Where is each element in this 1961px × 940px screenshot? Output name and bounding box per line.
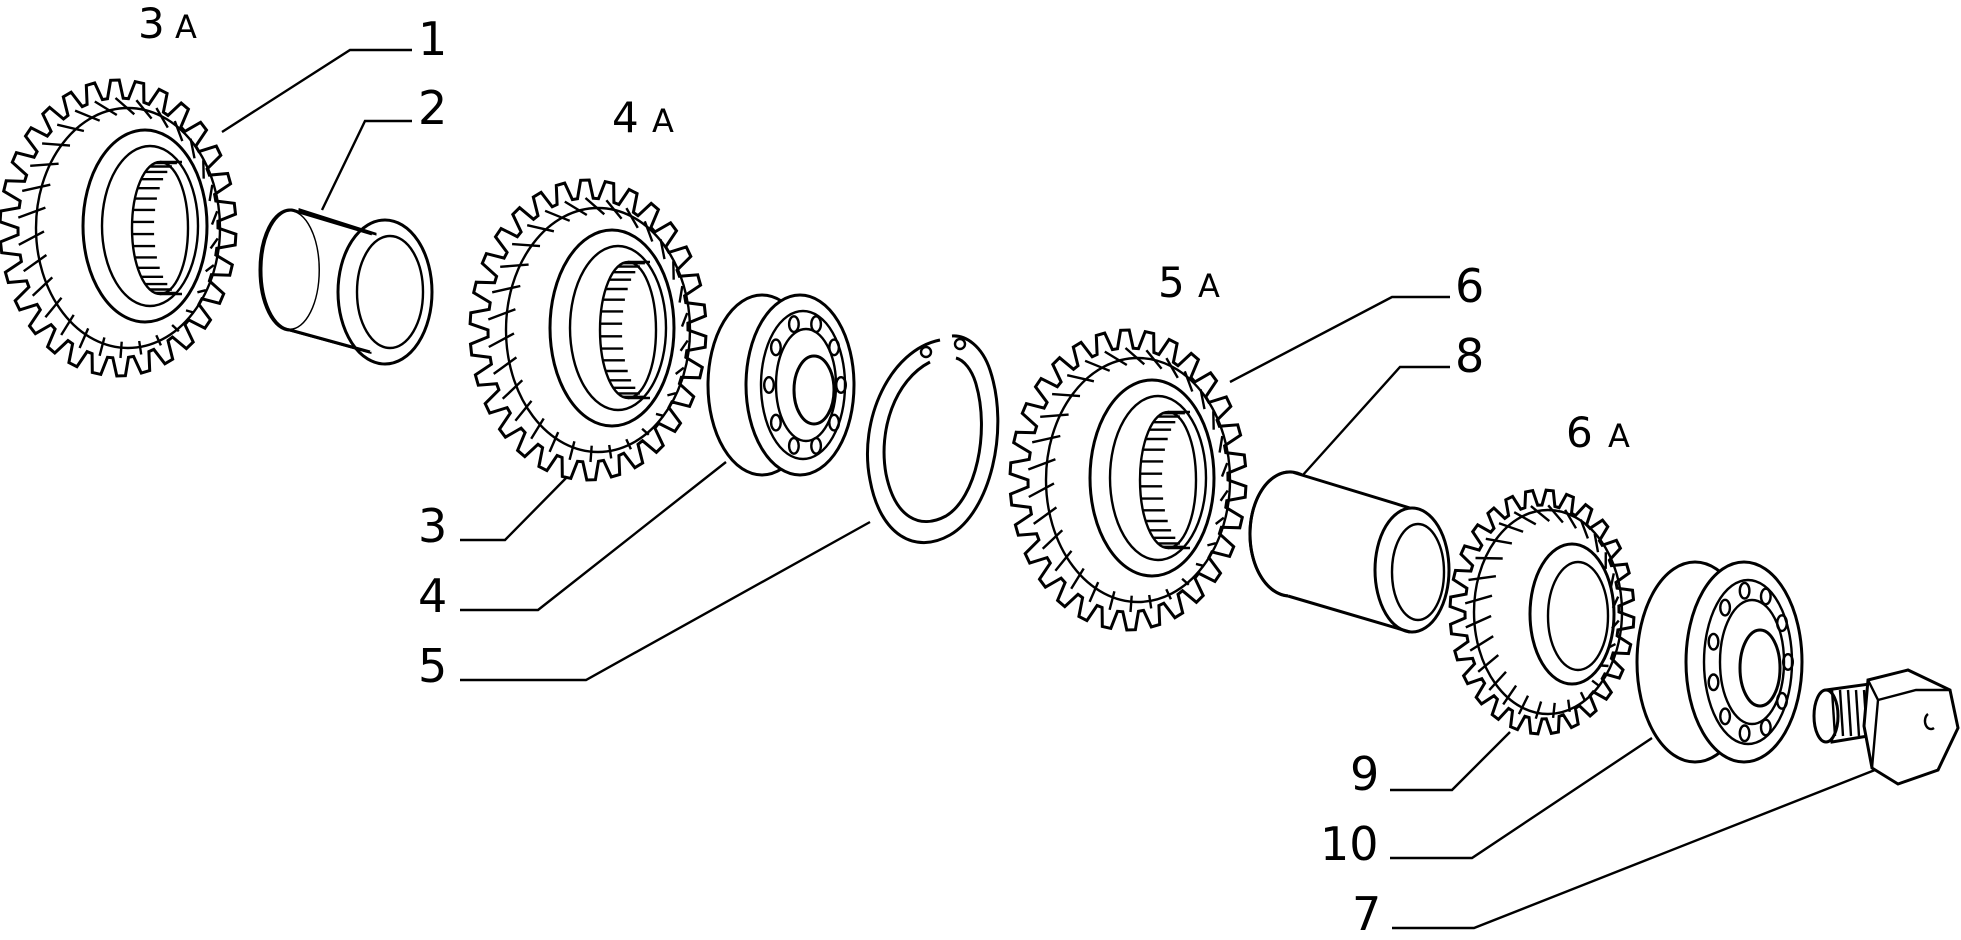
gear-tooth-line <box>1601 666 1608 667</box>
gear-tooth-line <box>121 342 122 358</box>
callout-9: 9 <box>1350 747 1379 801</box>
group-label-6a-letter: A <box>1608 417 1630 455</box>
leader-line-8 <box>1302 367 1450 476</box>
leader-line-9 <box>1390 732 1510 790</box>
gear-tooth-line <box>1131 596 1132 612</box>
callout-4: 4 <box>418 569 447 623</box>
cylindrical-bushing-icon <box>1250 472 1449 632</box>
callout-7: 7 <box>1352 887 1381 935</box>
roller-bearing-icon <box>1637 562 1802 762</box>
group-label-6a-number: 6 <box>1566 408 1593 457</box>
leader-line-7 <box>1392 768 1880 928</box>
group-label-3a-number: 3 <box>138 0 165 48</box>
spur-gear-icon <box>1450 490 1634 734</box>
hex-bolt-icon <box>1814 670 1958 784</box>
callout-5: 5 <box>418 639 447 693</box>
leader-line-4 <box>460 462 726 610</box>
group-label-3a-letter: A <box>175 8 197 46</box>
group-label-3a: 3 A <box>138 0 197 48</box>
group-label-4a-number: 4 <box>612 93 639 142</box>
callout-1: 1 <box>418 12 447 66</box>
group-label-5a-letter: A <box>1198 267 1220 305</box>
leader-line-6 <box>1230 297 1450 382</box>
leader-line-2 <box>322 121 412 210</box>
gear-tooth-line <box>1476 558 1503 559</box>
callout-6: 6 <box>1455 259 1484 313</box>
leader-line-5 <box>460 522 870 680</box>
leader-line-3 <box>460 472 572 540</box>
callout-3: 3 <box>418 499 447 553</box>
ball-bearing-icon <box>708 295 854 475</box>
callout-8: 8 <box>1455 329 1484 383</box>
helical-gear-icon <box>1010 330 1246 630</box>
helical-gear-icon <box>0 80 236 376</box>
group-label-4a: 4 A <box>612 93 674 142</box>
snap-ring-icon <box>867 336 997 543</box>
cylindrical-bushing-icon <box>260 210 432 364</box>
group-label-6a: 6 A <box>1566 408 1630 457</box>
callout-10: 10 <box>1320 817 1379 871</box>
leader-line-1 <box>222 50 412 132</box>
leader-line-10 <box>1390 738 1652 858</box>
helical-gear-icon <box>470 180 706 480</box>
gear-tooth-line <box>591 446 592 462</box>
callout-2: 2 <box>418 81 447 135</box>
group-label-5a-number: 5 <box>1158 258 1185 307</box>
group-label-5a: 5 A <box>1158 258 1220 307</box>
group-label-4a-letter: A <box>652 102 674 140</box>
gear-tooth-line <box>1553 703 1555 718</box>
